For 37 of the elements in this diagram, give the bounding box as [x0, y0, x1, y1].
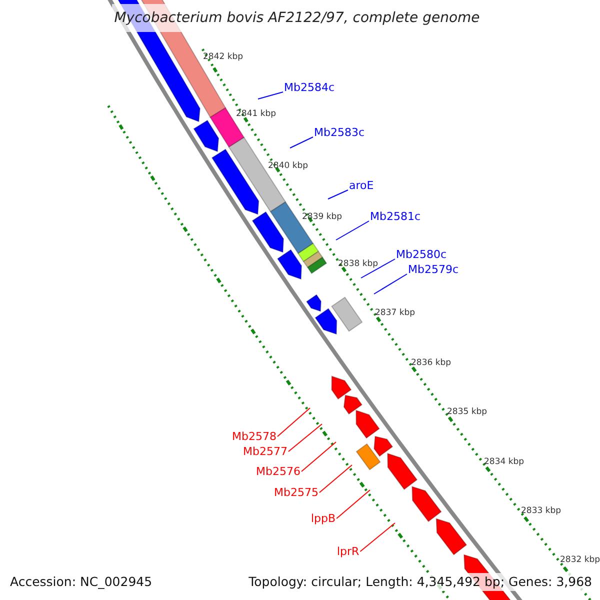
leader-line	[360, 258, 396, 278]
gene-label: Mb2581c	[370, 210, 421, 223]
gene-label: lprR	[337, 545, 360, 558]
gene-label: Mb2584c	[284, 81, 335, 94]
scale-label: 2837 kbp	[375, 308, 416, 318]
leader-line	[374, 274, 408, 294]
leader-line	[300, 442, 336, 472]
gene-label: Mb2576	[256, 465, 300, 478]
gene-label: Mb2579c	[408, 263, 459, 276]
leader-line	[318, 464, 352, 493]
leader-line	[336, 490, 370, 519]
leader-line	[336, 220, 370, 240]
gene-label: Mb2575	[274, 486, 318, 499]
gene-label: Mb2578	[232, 430, 276, 443]
leader-line	[288, 424, 322, 452]
title: Mycobacterium bovis AF2122/97, complete genome	[112, 4, 482, 32]
scale-label: 2834 kbp	[484, 457, 524, 467]
leader-line	[276, 408, 310, 437]
scale-label: 2832 kbp	[560, 555, 600, 565]
gene-label: Mb2580c	[396, 248, 447, 261]
gene-label: Mb2577	[243, 445, 288, 458]
scale-label: 2842 kbp	[203, 52, 244, 62]
scale-label: 2838 kbp	[338, 259, 378, 269]
scale-label: 2841 kbp	[236, 109, 276, 119]
gene-label: aroE	[349, 179, 374, 192]
scale-label: 2835 kbp	[447, 407, 488, 417]
scale-label: 2836 kbp	[411, 358, 452, 368]
leader-line	[290, 136, 314, 148]
scale-label: 2840 kbp	[268, 161, 308, 171]
leader-line	[258, 92, 284, 100]
scale-label: 2839 kbp	[302, 212, 342, 222]
gene-label: lppB	[311, 512, 336, 525]
gene-label: Mb2583c	[314, 126, 365, 139]
scale-label: 2833 kbp	[521, 506, 562, 516]
leader-line	[328, 190, 348, 200]
leader-line	[360, 522, 396, 552]
info-text: Topology: circular; Length: 4,345,492 bp; Genes: 3,968	[246, 573, 594, 591]
